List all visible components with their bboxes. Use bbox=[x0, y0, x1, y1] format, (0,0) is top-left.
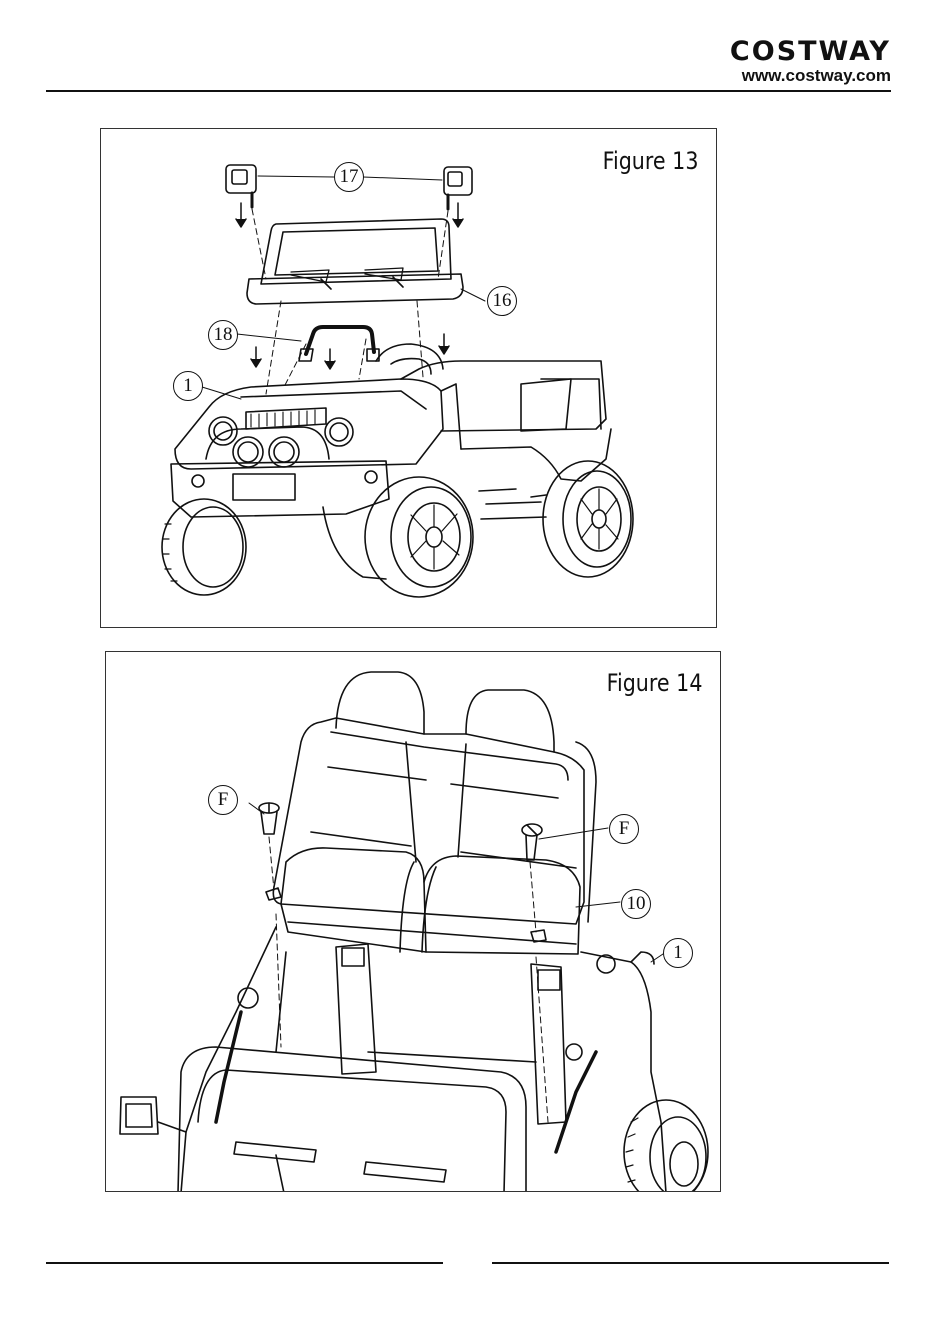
brand-header: COSTWAY www.costway.com bbox=[730, 38, 891, 86]
callout-screw-right: F bbox=[609, 814, 639, 844]
grab-handle-part bbox=[299, 327, 379, 361]
screw-left-part bbox=[259, 803, 279, 834]
brand-url: www.costway.com bbox=[730, 66, 891, 86]
footer-rule-right bbox=[492, 1262, 889, 1264]
figure-13-panel: Figure 13 17 16 18 1 bbox=[100, 128, 717, 628]
callout-grab-handle: 18 bbox=[208, 320, 238, 350]
figure-13-title: Figure 13 bbox=[602, 147, 698, 175]
seat-part bbox=[273, 672, 596, 954]
ride-on-car-body bbox=[162, 344, 633, 597]
callout-seat: 10 bbox=[621, 889, 651, 919]
callout-screw-left: F bbox=[208, 785, 238, 815]
screw-right-part bbox=[522, 824, 542, 860]
footer-rule-left bbox=[46, 1262, 443, 1264]
callout-car-body: 1 bbox=[663, 938, 693, 968]
figure-14-panel: Figure 14 F F 10 1 bbox=[105, 651, 721, 1192]
figure-14-title: Figure 14 bbox=[606, 669, 702, 697]
callout-windshield: 16 bbox=[487, 286, 517, 316]
ride-on-car-body bbox=[120, 927, 708, 1192]
header-rule bbox=[46, 90, 891, 92]
mirror-left-part bbox=[226, 165, 256, 207]
brand-logo: COSTWAY bbox=[730, 38, 891, 65]
callout-mirrors: 17 bbox=[334, 162, 364, 192]
callout-car-body: 1 bbox=[173, 371, 203, 401]
figure-14-illustration bbox=[106, 652, 721, 1192]
windshield-part bbox=[247, 219, 463, 304]
